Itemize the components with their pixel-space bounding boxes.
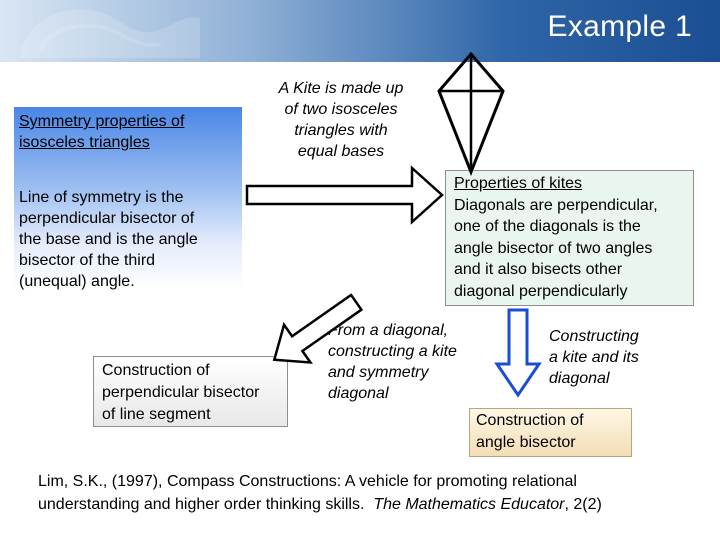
angle-bisector-box: Construction of angle bisector [469,408,632,457]
construct-kite-line-2: constructing a kite [328,343,457,360]
symmetry-body-line-1: Line of symmetry is the [19,189,184,206]
kite-properties-line-5: diagonal perpendicularly [454,282,628,300]
kite-definition-note: A Kite is made up of two isosceles trian… [256,78,426,162]
kite-properties-box: Properties of kites Diagonals are perpen… [445,170,694,306]
citation-line-2: understanding and higher order thinking … [38,496,365,513]
symmetry-heading-line-2: isosceles triangles [19,134,150,151]
symmetry-body-line-5: (unequal) angle. [19,273,135,290]
kite-properties-line-3: angle bisector of two angles [454,239,653,257]
symmetry-body-line-4: bisector of the third [19,252,156,269]
symmetry-body-line-2: perpendicular bisector of [19,210,195,227]
construct-kite-line-3: and symmetry [328,364,429,381]
lion-watermark-icon [20,9,200,58]
kite-note-line-3: triangles with [294,122,388,139]
kite-figure [437,51,505,177]
symmetry-heading-line-1: Symmetry properties of [19,113,185,130]
kite-properties-line-2: one of the diagonals is the [454,218,641,235]
slide-title: Example 1 [547,10,692,43]
kite-diagonal-line-1: Constructing [549,328,639,345]
citation-journal: The Mathematics Educator [373,496,565,513]
perp-box-line-1: Construction of [102,362,210,379]
kite-properties-heading: Properties of kites [454,175,583,192]
angle-box-line-2: angle bisector [476,434,576,451]
perpendicular-bisector-box: Construction of perpendicular bisector o… [93,356,288,427]
kite-and-diagonal-note: Constructing a kite and its diagonal [549,326,709,389]
header-band: Example 1 [0,0,720,62]
down-left-arrow-icon [272,293,364,364]
kite-note-line-2: of two isosceles [284,101,398,118]
construct-kite-line-4: diagonal [328,385,389,402]
kite-diagonal-line-3: diagonal [549,370,610,387]
kite-properties-line-1: Diagonals are perpendicular, [454,196,658,214]
kite-diagonal-line-2: a kite and its [549,349,639,366]
right-arrow-icon [245,165,444,225]
symmetry-properties-box: Symmetry properties of isosceles triangl… [14,107,242,290]
angle-box-line-1: Construction of [476,412,584,429]
down-arrow-icon [494,308,542,398]
kite-note-line-4: equal bases [297,143,385,160]
citation-volume: , 2(2) [564,496,602,513]
kite-properties-line-4: and it also bisects other [454,261,623,278]
construct-kite-note: From a diagonal, constructing a kite and… [328,320,503,404]
perp-box-line-2: perpendicular bisector [102,384,260,401]
symmetry-body-line-3: the base and is the angle [19,231,198,248]
citation-line-1: Lim, S.K., (1997), Compass Constructions… [38,473,577,490]
construct-kite-line-1: From a diagonal, [328,322,449,339]
perp-box-line-3: of line segment [102,406,211,423]
symmetry-heading: Symmetry properties of isosceles triangl… [19,111,237,153]
kite-note-line-1: A Kite is made up [278,80,404,97]
citation: Lim, S.K., (1997), Compass Constructions… [38,470,703,516]
